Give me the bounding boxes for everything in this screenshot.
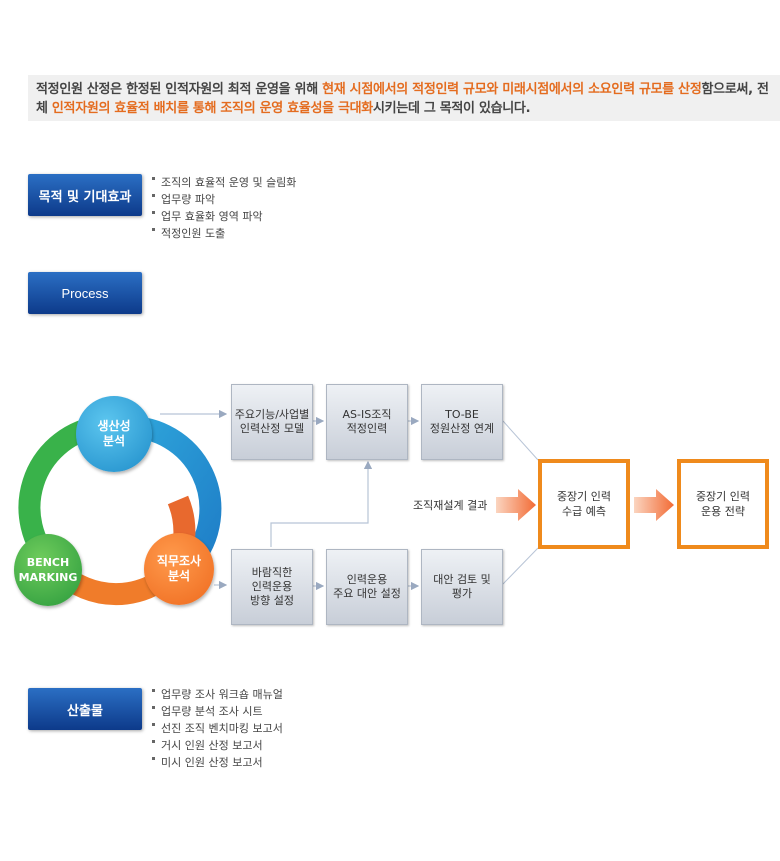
process-heading: Process [28,272,142,314]
intro-text-part: 적정인원 산정은 한정된 인적자원의 최적 운영을 위해 [36,82,323,97]
connector-line [502,547,539,585]
list-item: 선진 조직 벤치마킹 보고서 [152,720,283,737]
list-item: 업무량 조사 워크숍 매뉴얼 [152,686,283,703]
output-list: 업무량 조사 워크숍 매뉴얼 업무량 분석 조사 시트 선진 조직 벤치마킹 보… [152,686,283,771]
purpose-heading: 목적 및 기대효과 [28,174,142,216]
intro-highlight: 현재 시점에서의 적정인력 규모와 미래시점에서의 소요인력 규모를 산정 [322,82,702,97]
intro-text-part: 함으로써, 전체 [36,82,769,116]
list-item: 거시 인원 산정 보고서 [152,737,283,754]
step-direction-setting: 바람직한 인력운용 방향 설정 [231,549,313,625]
strategy-arrow [634,489,674,521]
list-item: 업무량 파악 [152,191,296,208]
purpose-list: 조직의 효율적 운영 및 슬림화 업무량 파악 업무 효율화 영역 파악 적정인… [152,174,296,242]
connector-line [270,460,373,547]
intro-highlight: 인적자원의 효율적 배치를 통해 조직의 운영 효율성을 극대화 [51,101,373,116]
output-heading: 산출물 [28,688,142,730]
list-item: 업무 효율화 영역 파악 [152,208,296,225]
intro-banner: 적정인원 산정은 한정된 인적자원의 최적 운영을 위해 현재 시점에서의 적정… [28,75,780,121]
reorg-result-label: 조직재설계 결과 [413,499,488,512]
benchmark-circle: BENCH MARKING [14,534,82,606]
reorg-arrow [496,489,536,521]
forecast-box: 중장기 인력 수급 예측 [538,459,630,549]
strategy-box: 중장기 인력 운용 전략 [677,459,769,549]
step-asis-staffing: AS-IS조직 적정인력 [326,384,408,460]
step-function-model: 주요기능/사업별 인력산정 모델 [231,384,313,460]
job-analysis-circle: 직무조사 분석 [144,533,214,605]
list-item: 조직의 효율적 운영 및 슬림화 [152,174,296,191]
intro-text-part: 시키는데 그 목적이 있습니다. [372,101,531,116]
productivity-circle: 생산성 분석 [76,396,152,472]
list-item: 적정인원 도출 [152,225,296,242]
intro-text: 적정인원 산정은 한정된 인적자원의 최적 운영을 위해 현재 시점에서의 적정… [28,75,780,118]
list-item: 업무량 분석 조사 시트 [152,703,283,720]
connector-line [502,420,539,461]
list-item: 미시 인원 산정 보고서 [152,754,283,771]
step-tobe-quota: TO-BE 정원산정 연계 [421,384,503,460]
step-alternative-setting: 인력운용 주요 대안 설정 [326,549,408,625]
step-alternative-review: 대안 검토 및 평가 [421,549,503,625]
